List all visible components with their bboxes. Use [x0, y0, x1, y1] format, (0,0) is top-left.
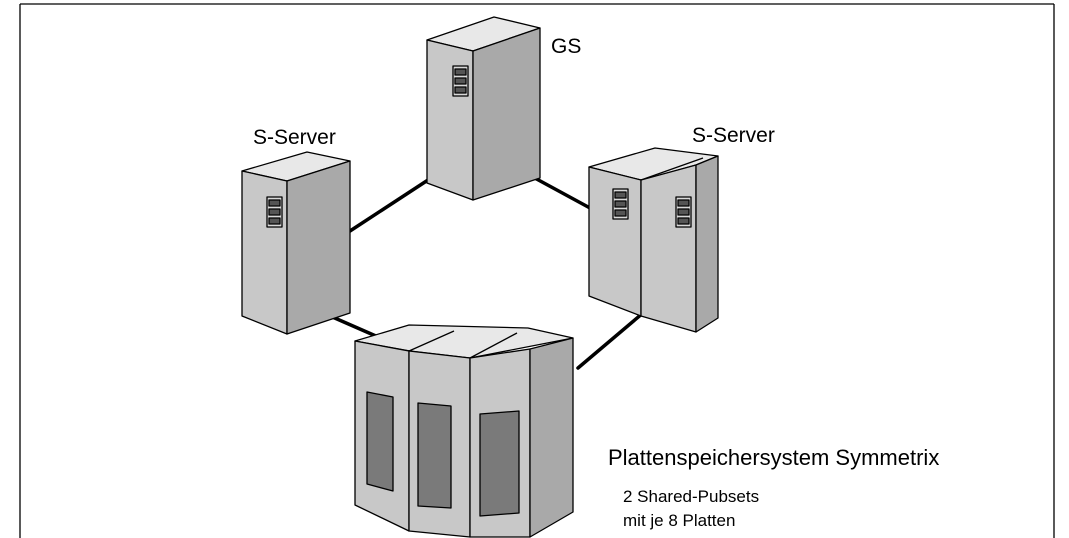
storage-panel-2 — [417, 402, 452, 509]
left-server-side — [286, 160, 351, 335]
symmetrix-storage-cabinet — [354, 324, 574, 538]
left-s-server-label: S-Server — [253, 126, 336, 149]
right-server-control-panel-icon-2 — [675, 196, 692, 228]
left-server-front — [241, 170, 288, 335]
right-server-control-panel-icon-1 — [612, 188, 629, 220]
gs-cabinet-front — [426, 39, 474, 201]
left-s-server-cabinet — [241, 151, 351, 335]
storage-system-label: Plattenspeichersystem Symmetrix — [608, 445, 940, 470]
right-server-front-2 — [640, 164, 697, 333]
right-s-server-cabinet — [588, 147, 719, 333]
storage-detail-disks: mit je 8 Platten — [623, 511, 736, 530]
link-right-server-to-storage — [576, 311, 645, 370]
right-s-server-label: S-Server — [692, 124, 775, 147]
gs-label: GS — [551, 35, 582, 58]
storage-panel-3 — [479, 410, 520, 517]
storage-panel-1 — [366, 391, 394, 492]
gs-server-cabinet — [426, 16, 541, 201]
link-left-server-to-gs — [348, 178, 430, 233]
right-server-side — [695, 155, 719, 333]
storage-side — [529, 337, 574, 538]
gs-cabinet-side — [472, 27, 541, 201]
frame-border — [19, 3, 1055, 538]
gs-control-panel-icon — [452, 65, 469, 97]
storage-detail-pubsets: 2 Shared-Pubsets — [623, 487, 760, 506]
left-server-control-panel-icon — [266, 196, 283, 228]
